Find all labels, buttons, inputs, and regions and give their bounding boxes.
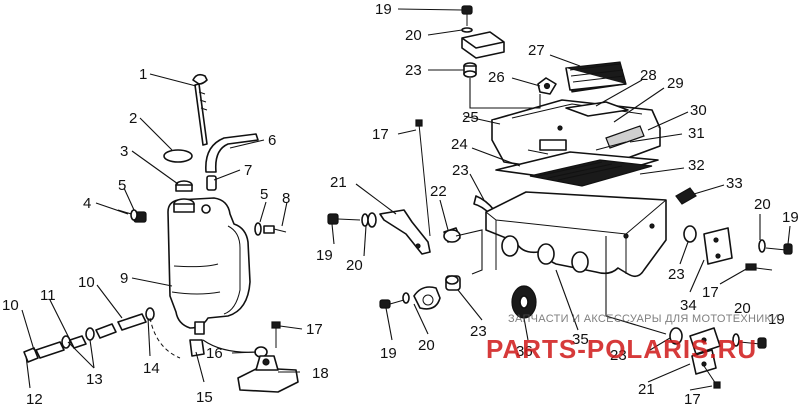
- callout-13: 13: [86, 371, 103, 388]
- left-screw-part: [327, 212, 377, 228]
- callout-15: 15: [196, 389, 213, 405]
- lower-right-mount-part: [669, 327, 767, 389]
- callout-5b: 5: [260, 186, 268, 203]
- callout-23c: 23: [668, 266, 685, 283]
- callout-19b: 19: [316, 247, 333, 264]
- washer-part: [130, 209, 138, 221]
- callout-19c: 19: [380, 345, 397, 362]
- grommet-part: [175, 180, 193, 192]
- callout-21a: 21: [330, 174, 347, 191]
- callout-10a: 10: [2, 297, 19, 314]
- callout-11: 11: [40, 287, 56, 304]
- oil-tank-assembly: [23, 73, 299, 393]
- callout-22: 22: [430, 183, 447, 200]
- callout-19a: 19: [375, 1, 392, 18]
- air-filter-foam-part: [565, 61, 627, 93]
- oil-tank-body: [167, 197, 251, 329]
- callout-4: 4: [83, 195, 91, 212]
- callout-5a: 5: [118, 177, 126, 194]
- callout-35: 35: [572, 331, 589, 348]
- callout-12: 12: [26, 391, 43, 405]
- callout-3: 3: [120, 143, 128, 160]
- callout-17d: 17: [684, 391, 701, 405]
- callout-2: 2: [129, 110, 137, 127]
- hose-22-line: [455, 229, 483, 275]
- mount-screw-part: [254, 222, 287, 236]
- long-screw-17: [418, 123, 431, 237]
- lower-left-mount-part: [379, 275, 461, 310]
- watermark-brand: PARTS-POLARIS.RU: [486, 334, 757, 364]
- callout-36: 36: [516, 343, 533, 360]
- callout-20d: 20: [754, 196, 771, 213]
- outlet-fitting-part: [194, 321, 205, 335]
- callout-23d: 23: [470, 323, 487, 340]
- callout-24: 24: [451, 136, 468, 153]
- callout-28: 28: [640, 67, 657, 84]
- callout-19d: 19: [782, 209, 799, 226]
- callout-8: 8: [282, 190, 290, 207]
- callout-23b: 23: [452, 162, 469, 179]
- airbox-base-part: [485, 191, 667, 278]
- callout-23a: 23: [405, 62, 422, 79]
- tank-bracket-part: [237, 355, 299, 393]
- callout-29: 29: [667, 75, 684, 92]
- grommet-23-top-part: [463, 62, 477, 78]
- airbox-assembly: [327, 5, 793, 389]
- rubber-block-part: [461, 31, 505, 59]
- callout-20a: 20: [405, 27, 422, 44]
- filler-gasket-part: [163, 149, 193, 163]
- callout-25: 25: [462, 109, 479, 126]
- long-screw-17-head: [415, 119, 423, 127]
- callout-17c: 17: [702, 284, 719, 301]
- callout-17a: 17: [306, 321, 323, 338]
- callout-32: 32: [688, 157, 705, 174]
- callout-18: 18: [312, 365, 329, 382]
- bracket-21-left-part: [379, 209, 431, 255]
- callout-20e: 20: [734, 300, 751, 317]
- callout-7: 7: [244, 162, 252, 179]
- callout-17b: 17: [372, 126, 389, 143]
- boot-part: [675, 187, 697, 205]
- callout-34: 34: [680, 297, 697, 314]
- right-mount-part: [683, 225, 793, 271]
- screw-17-head: [271, 321, 281, 329]
- callout-14: 14: [143, 360, 160, 377]
- filter-screen-part: [529, 159, 653, 187]
- wheel-part: [511, 285, 537, 319]
- boot-22-part: [443, 227, 461, 243]
- dipstick-part: [192, 73, 208, 146]
- top-washer-part: [461, 27, 473, 33]
- callout-20c: 20: [418, 337, 435, 354]
- callout-20b: 20: [346, 257, 363, 274]
- callout-31: 31: [688, 125, 705, 142]
- callout-23e: 23: [610, 347, 627, 364]
- vent-hose-part: [205, 133, 259, 173]
- callout-30: 30: [690, 102, 707, 119]
- top-screw-part: [461, 5, 473, 26]
- leader-lines: [21, 8, 791, 391]
- callout-10b: 10: [78, 274, 95, 291]
- callout-16: 16: [206, 345, 223, 362]
- callout-1: 1: [139, 66, 147, 83]
- clip-hole: [543, 82, 551, 90]
- drain-plug-part: [189, 339, 205, 357]
- callout-9: 9: [120, 270, 128, 287]
- watermark-caption: ЗАПЧАСТИ И АКСЕССУАРЫ ДЛЯ МОТОТЕХНИКИ: [508, 313, 779, 325]
- callout-19e: 19: [768, 311, 785, 328]
- fitting-part: [206, 175, 217, 191]
- oil-line-assembly: [23, 307, 181, 363]
- callout-6: 6: [268, 132, 276, 149]
- callout-26: 26: [488, 69, 505, 86]
- callout-27: 27: [528, 42, 545, 59]
- watermark: ЗАПЧАСТИ И АКСЕССУАРЫ ДЛЯ МОТОТЕХНИКИ PA…: [486, 313, 779, 364]
- callout-33: 33: [726, 175, 743, 192]
- callout-21b: 21: [638, 381, 655, 398]
